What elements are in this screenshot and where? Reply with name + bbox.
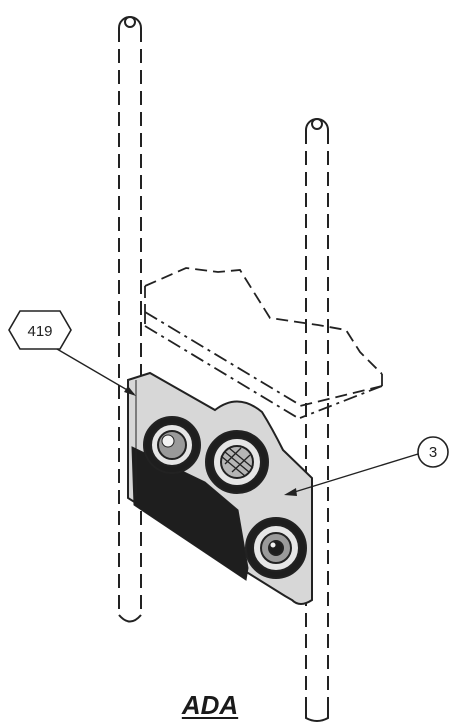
ada-panel bbox=[127, 371, 313, 605]
leader-line-3 bbox=[287, 453, 419, 495]
left-pole bbox=[118, 16, 142, 623]
panel-dark-region bbox=[131, 446, 249, 581]
arrowhead-icon bbox=[284, 488, 297, 496]
fitting-spray-nozzle bbox=[205, 430, 269, 494]
fitting-bottom bbox=[245, 517, 307, 579]
callout-3-label: 3 bbox=[429, 444, 437, 461]
right-pole bbox=[305, 118, 329, 722]
diagram-caption: ADA bbox=[181, 690, 239, 720]
circle-icon bbox=[417, 436, 449, 468]
callout-419: 419 bbox=[8, 310, 136, 396]
phantom-deck bbox=[144, 267, 383, 419]
callout-419-label: 419 bbox=[27, 323, 52, 340]
hexagon-icon bbox=[8, 310, 72, 350]
fitting-top-left bbox=[143, 416, 201, 474]
leader-line-419 bbox=[56, 348, 135, 395]
arrowhead-icon bbox=[124, 386, 136, 396]
callout-3: 3 bbox=[284, 436, 449, 496]
